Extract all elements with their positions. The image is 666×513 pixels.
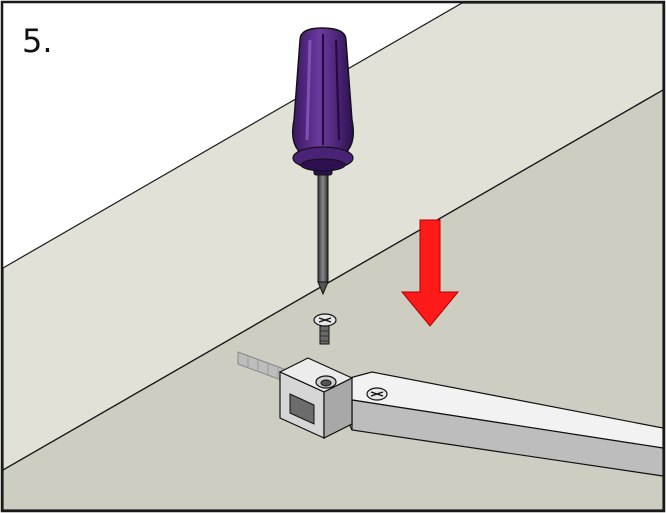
step-number: 5.: [22, 22, 53, 60]
screwdriver-icon: [291, 27, 355, 296]
metal-bracket-block-icon: [278, 357, 354, 439]
corner-edge: [2, 89, 664, 471]
down-arrow-icon: [400, 219, 460, 327]
countersunk-screw-icon: [313, 313, 337, 345]
